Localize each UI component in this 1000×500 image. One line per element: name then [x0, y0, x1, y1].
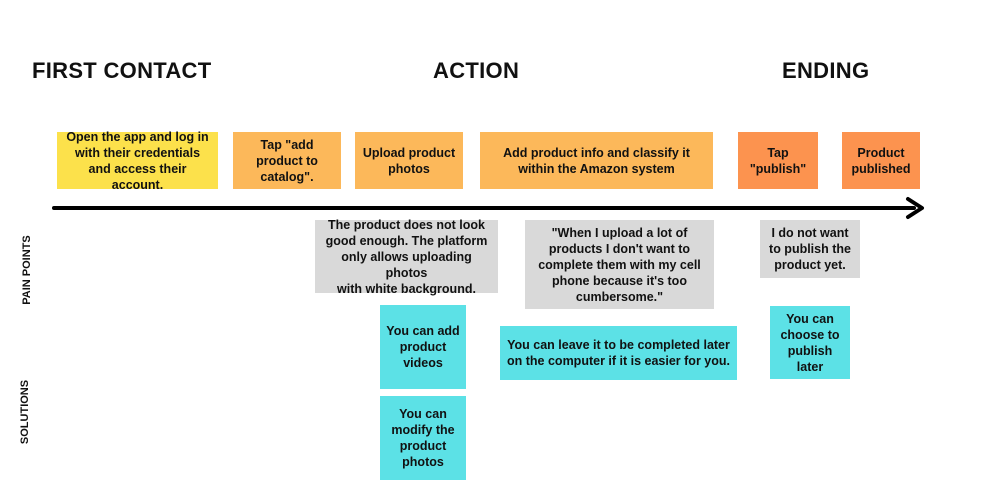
pain-point-not-publish-yet: I do not want to publish the product yet… — [760, 220, 860, 278]
phase-first-contact: FIRST CONTACT — [32, 58, 212, 83]
pain-points-label: PAIN POINTS — [21, 235, 33, 305]
pain-point-mobile-cumbersome: "When I upload a lot of products I don't… — [525, 220, 714, 309]
pain-point-photo-quality: The product does not look good enough. T… — [315, 218, 498, 296]
step-tap-add-product: Tap "add product to catalog". — [233, 132, 341, 189]
solution-modify-photos: You can modify the product photos — [380, 396, 466, 480]
phase-ending: ENDING — [782, 58, 870, 83]
solutions-label: SOLUTIONS — [19, 379, 31, 445]
solution-add-videos: You can add product videos — [380, 305, 466, 389]
solution-publish-later: You can choose to publish later — [770, 306, 850, 379]
step-product-published: Product published — [842, 132, 920, 189]
step-upload-photos: Upload product photos — [355, 132, 463, 189]
step-add-product-info: Add product info and classify it within … — [480, 132, 713, 189]
step-tap-publish: Tap "publish" — [738, 132, 818, 189]
phase-action: ACTION — [433, 58, 520, 83]
solution-complete-later: You can leave it to be completed later o… — [500, 326, 737, 380]
step-login: Open the app and log in with their crede… — [57, 130, 218, 192]
